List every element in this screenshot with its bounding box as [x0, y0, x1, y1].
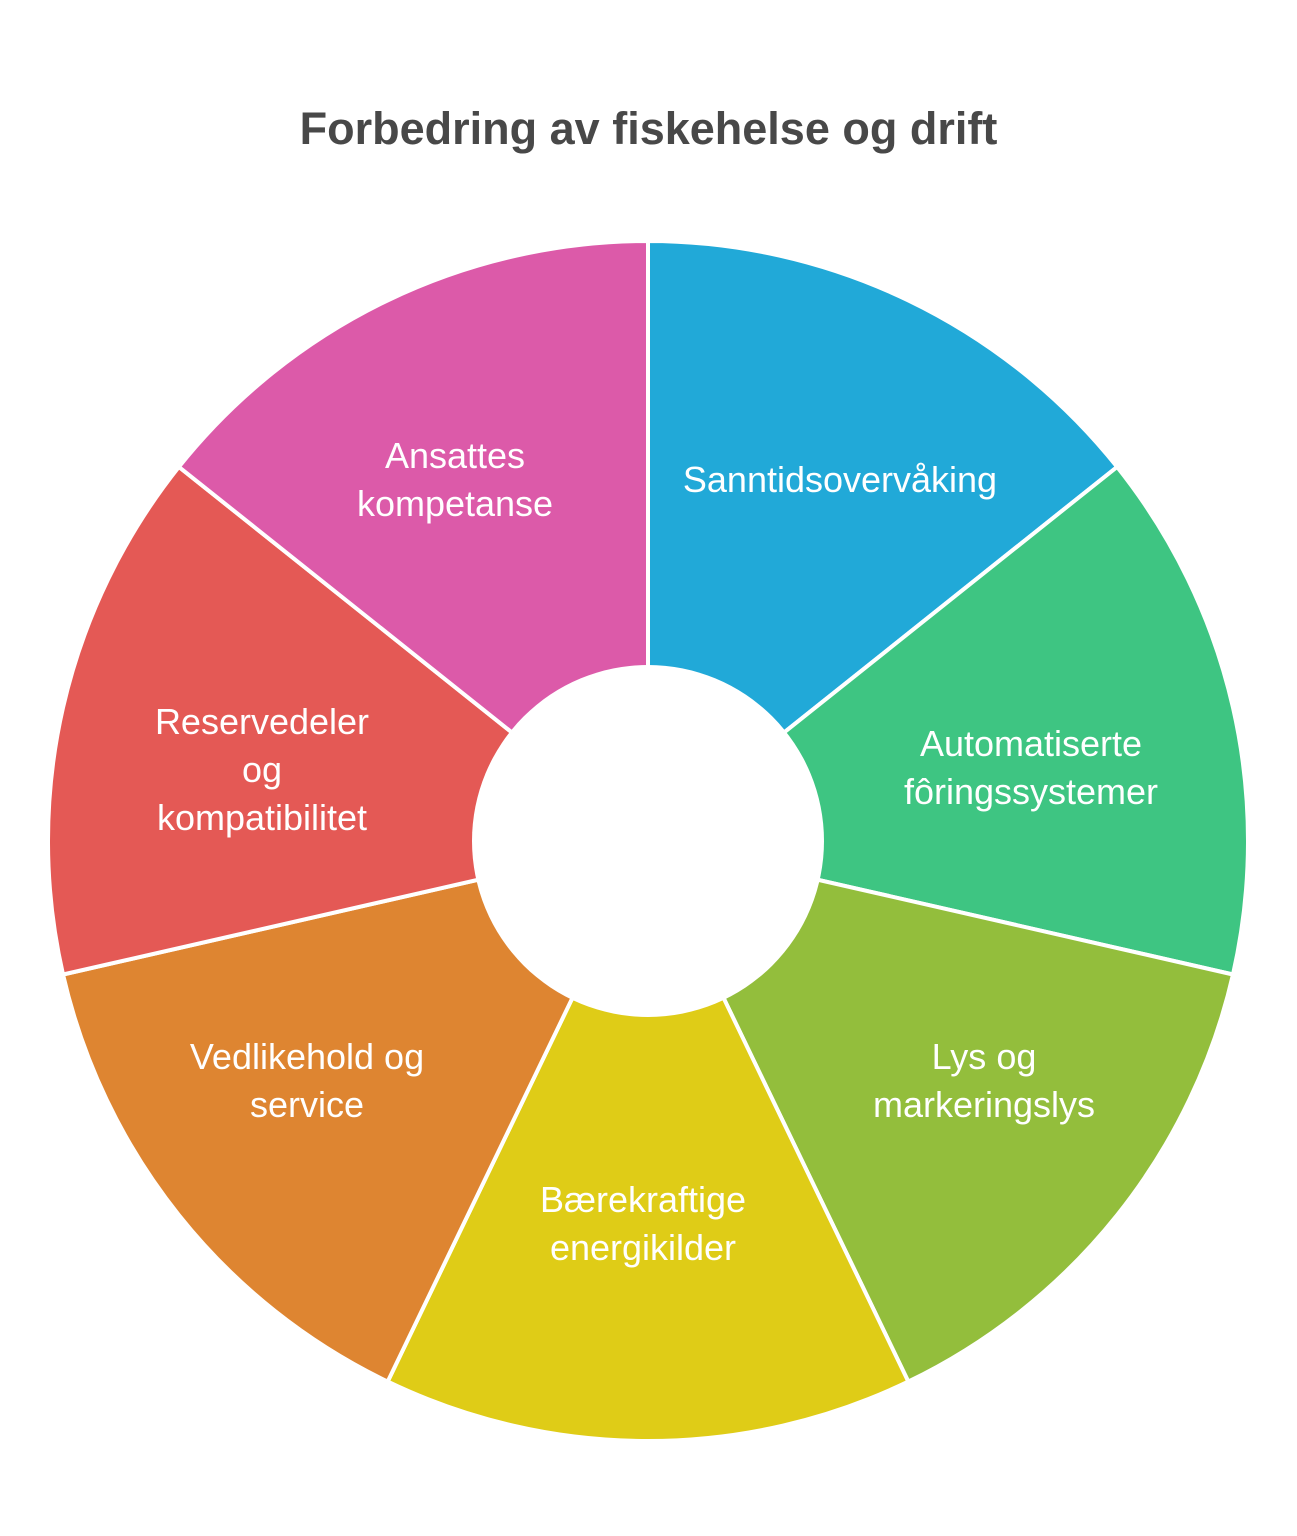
segment-label-sanntidsovervaking: Sanntidsovervåking [683, 459, 997, 500]
segment-label-line: Reservedeler [155, 701, 369, 742]
segment-label-reservedeler-og-kompatibilitet: Reservedeler og kompatibilitet [155, 701, 369, 838]
segment-label-line: og [242, 749, 282, 790]
segment-label-automatiserte-foringssystemer: Automatiserte fôringssystemer [904, 723, 1158, 812]
segment-label-line: Sanntidsovervåking [683, 459, 997, 500]
segment-label-line: Ansattes [385, 435, 525, 476]
segment-label-line: Lys og [932, 1036, 1037, 1077]
segment-label-line: Vedlikehold og [190, 1036, 424, 1077]
segment-label-line: kompetanse [357, 483, 553, 524]
segment-label-line: Bærekraftige [540, 1179, 746, 1220]
segment-label-ansattes-kompetanse: Ansattes kompetanse [357, 435, 553, 524]
segment-label-line: markeringslys [873, 1084, 1095, 1125]
segment-sanntidsovervaking [646, 239, 1120, 843]
center-hole [472, 665, 824, 1017]
page-title: Forbedring av fiskehelse og drift [299, 103, 998, 154]
segment-label-line: fôringssystemer [904, 771, 1158, 812]
segment-lys-og-markeringslys [646, 839, 1235, 1384]
segment-label-line: service [250, 1084, 364, 1125]
segment-label-vedlikehold-og-service: Vedlikehold og service [190, 1036, 424, 1125]
segment-label-baerekraftige-energikilder: Bærekraftige energikilder [540, 1179, 746, 1268]
segment-label-lys-og-markeringslys: Lys og markeringslys [873, 1036, 1095, 1125]
segment-vedlikehold-og-service [61, 839, 650, 1384]
segment-ansattes-kompetanse [176, 239, 650, 843]
segment-label-line: Automatiserte [920, 723, 1142, 764]
segment-label-line: energikilder [550, 1227, 736, 1268]
segment-baerekraftige-energikilder [385, 839, 911, 1443]
segment-label-line: kompatibilitet [157, 797, 367, 838]
